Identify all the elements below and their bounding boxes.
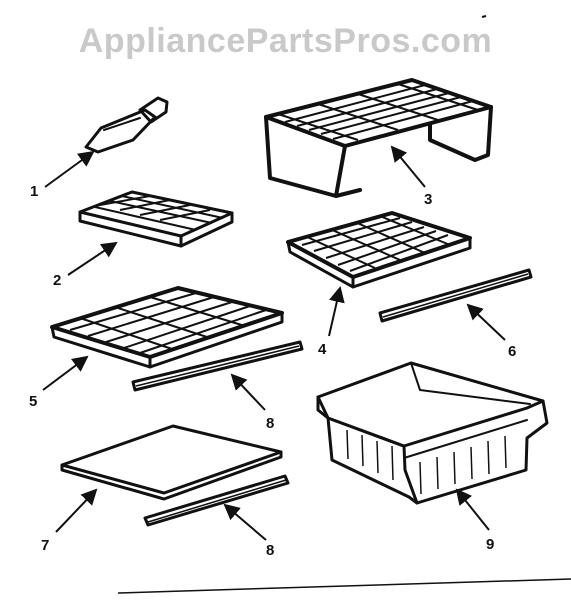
part-9-crisper-drawer bbox=[316, 361, 549, 505]
label-part-1: 1 bbox=[30, 183, 38, 200]
bottom-rule bbox=[117, 578, 571, 594]
label-part-9: 9 bbox=[486, 536, 494, 553]
leader-arrows bbox=[42, 145, 506, 541]
part-8-trim-strip-upper bbox=[131, 340, 304, 392]
label-part-4: 4 bbox=[318, 341, 327, 358]
part-6-trim-strip bbox=[378, 268, 533, 323]
label-part-3: 3 bbox=[424, 191, 432, 208]
part-1-ice-scoop bbox=[84, 96, 169, 154]
part-7-glass-shelf bbox=[60, 424, 283, 501]
part-4-wire-shelf bbox=[286, 211, 472, 289]
part-8-trim-strip-lower bbox=[143, 474, 290, 527]
label-part-8-lower: 8 bbox=[266, 542, 274, 559]
part-3-wire-shelf-riser bbox=[264, 78, 493, 198]
part-labels: 1 2 3 4 5 6 7 8 8 9 bbox=[29, 183, 516, 559]
label-part-5: 5 bbox=[29, 393, 37, 410]
label-part-8-upper: 8 bbox=[266, 415, 274, 432]
speck-mark bbox=[481, 15, 487, 18]
watermark: AppliancePartsPros.com bbox=[78, 22, 493, 60]
part-2-ice-tray bbox=[78, 190, 234, 248]
label-part-2: 2 bbox=[53, 272, 61, 289]
part-5-wire-shelf bbox=[50, 286, 284, 369]
label-part-7: 7 bbox=[41, 537, 49, 554]
label-part-6: 6 bbox=[508, 343, 516, 360]
